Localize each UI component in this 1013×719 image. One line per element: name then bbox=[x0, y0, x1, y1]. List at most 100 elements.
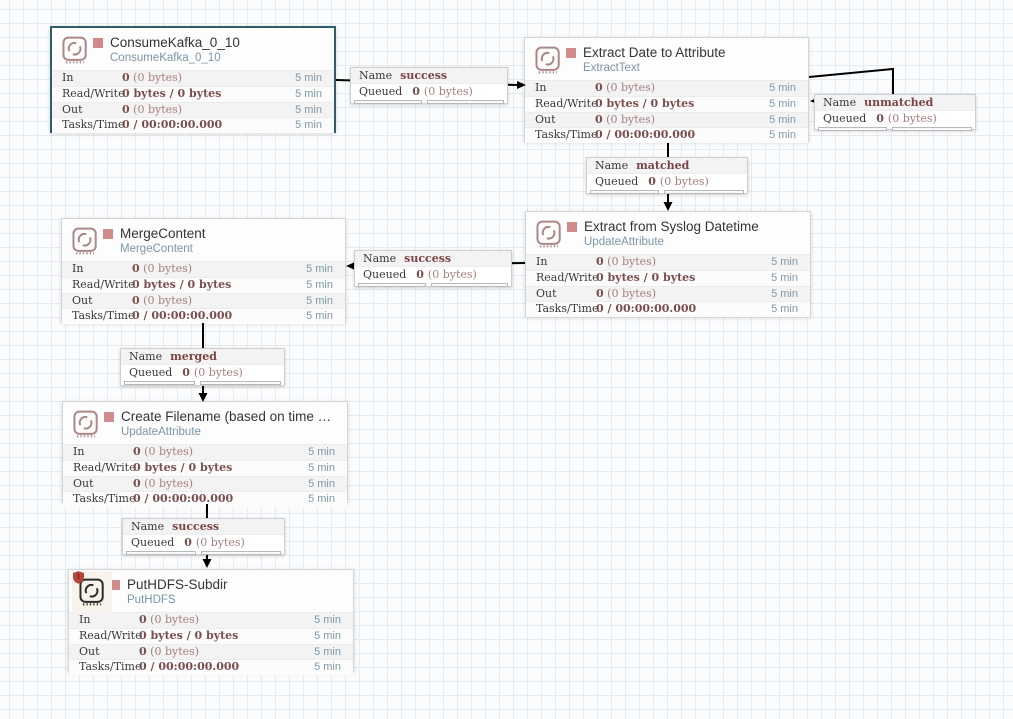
stat-value: 0 bbox=[122, 102, 130, 116]
stopped-status-icon bbox=[104, 412, 114, 422]
connection-label-success-3[interactable]: Name success Queued 0 (0 bytes) bbox=[122, 518, 285, 555]
processor-header: PutHDFS-Subdir PutHDFS bbox=[69, 570, 353, 612]
processor-header: Extract Date to Attribute ExtractText bbox=[525, 38, 808, 80]
processor-put-hdfs-subdir[interactable]: PutHDFS-Subdir PutHDFS In 0 (0 bytes) 5 … bbox=[68, 569, 354, 676]
stat-row-in: In 0 (0 bytes) 5 min bbox=[52, 70, 334, 86]
stat-value-detail: (0 bytes) bbox=[129, 102, 183, 116]
stopped-status-icon bbox=[93, 38, 103, 48]
stat-label: Tasks/Time bbox=[79, 660, 142, 674]
stat-value: 0 bbox=[122, 71, 130, 84]
stat-label: Read/Write bbox=[535, 96, 598, 110]
stat-row-in: In 0 (0 bytes) 5 min bbox=[63, 444, 347, 460]
stat-label: Read/Write bbox=[536, 270, 599, 284]
stat-value: 0 bytes / 0 bytes bbox=[595, 96, 695, 110]
stat-row-out: Out 0 (0 bytes) 5 min bbox=[52, 101, 334, 118]
connection-queue-gauges bbox=[355, 282, 511, 287]
processor-glyph-icon bbox=[62, 36, 87, 64]
stat-window: 5 min bbox=[314, 661, 341, 674]
stopped-status-icon bbox=[567, 222, 577, 232]
connection-label-success-1[interactable]: Name success Queued 0 (0 bytes) bbox=[350, 67, 508, 104]
stat-value: 0 bbox=[595, 81, 603, 94]
stat-value: 0 bbox=[133, 476, 141, 490]
connection-name-row: Name merged bbox=[121, 349, 284, 365]
stat-row-out: Out 0 (0 bytes) 5 min bbox=[62, 292, 345, 309]
processor-title: PutHDFS-Subdir bbox=[127, 577, 228, 592]
processor-glyph-icon bbox=[79, 578, 104, 606]
stat-label: Out bbox=[72, 293, 93, 307]
queue-count-gauge bbox=[124, 381, 195, 385]
processor-glyph-icon bbox=[536, 220, 561, 248]
stopped-status-icon bbox=[110, 580, 120, 590]
stat-label: In bbox=[62, 71, 74, 84]
stat-value-detail: (0 bytes) bbox=[139, 293, 193, 307]
stat-label: In bbox=[536, 255, 548, 268]
stopped-status-icon bbox=[566, 48, 576, 58]
processor-gear-icon bbox=[61, 35, 89, 65]
stat-value: 0 bbox=[132, 293, 140, 307]
connection-queued-row: Queued 0 (0 bytes) bbox=[355, 267, 511, 282]
stat-value-detail: (0 bytes) bbox=[146, 644, 200, 658]
stat-window: 5 min bbox=[306, 310, 333, 323]
stat-value-detail: (0 bytes) bbox=[140, 445, 194, 458]
connection-relationship-name: unmatched bbox=[864, 96, 934, 109]
connection-name-label: Name bbox=[359, 69, 393, 82]
stat-label: Tasks/Time bbox=[72, 309, 135, 323]
stat-window: 5 min bbox=[295, 119, 322, 132]
connection-queue-gauges bbox=[123, 550, 284, 555]
stat-value-detail: (0 bytes) bbox=[140, 476, 194, 490]
stat-window: 5 min bbox=[769, 113, 796, 126]
stat-value-detail: (0 bytes) bbox=[602, 112, 656, 126]
processor-title: Extract from Syslog Datetime bbox=[584, 219, 759, 234]
stat-label: Read/Write bbox=[72, 277, 135, 291]
stat-value: 0 bbox=[139, 644, 147, 658]
queue-size-gauge bbox=[892, 127, 972, 131]
stat-window: 5 min bbox=[771, 303, 798, 316]
stat-value-detail: (0 bytes) bbox=[602, 81, 656, 94]
stat-window: 5 min bbox=[308, 461, 335, 474]
stat-window: 5 min bbox=[295, 87, 322, 100]
queue-count-gauge bbox=[818, 127, 888, 131]
stat-value-detail: (0 bytes) bbox=[146, 613, 200, 626]
processor-gear-icon bbox=[73, 571, 106, 607]
processor-consume-kafka[interactable]: ConsumeKafka_0_10 ConsumeKafka_0_10 In 0… bbox=[50, 26, 336, 134]
stat-label: In bbox=[72, 262, 84, 275]
stat-row-tasks-time: Tasks/Time 0 / 00:00:00.000 5 min bbox=[525, 127, 808, 144]
processor-type: ExtractText bbox=[583, 62, 640, 74]
stat-label: In bbox=[73, 445, 85, 458]
stat-window: 5 min bbox=[314, 645, 341, 658]
connection-queued-count: 0 bbox=[412, 85, 420, 98]
stat-row-read-write: Read/Write 0 bytes / 0 bytes 5 min bbox=[525, 95, 808, 112]
connection-name-row: Name success bbox=[355, 251, 511, 267]
stat-value: 0 bbox=[596, 255, 604, 268]
connection-queued-row: Queued 0 (0 bytes) bbox=[351, 84, 507, 99]
stat-window: 5 min bbox=[769, 97, 796, 110]
stat-value: 0 bytes / 0 bytes bbox=[122, 86, 222, 100]
processor-extract-date-to-attribute[interactable]: Extract Date to Attribute ExtractText In… bbox=[524, 37, 809, 144]
stat-value: 0 bytes / 0 bytes bbox=[133, 460, 233, 474]
connection-label-success-2[interactable]: Name success Queued 0 (0 bytes) bbox=[354, 250, 512, 287]
stat-row-read-write: Read/Write 0 bytes / 0 bytes 5 min bbox=[52, 85, 334, 102]
stat-value: 0 bbox=[139, 613, 147, 626]
processor-merge-content[interactable]: MergeContent MergeContent In 0 (0 bytes)… bbox=[61, 218, 346, 325]
processor-title: Extract Date to Attribute bbox=[583, 45, 726, 60]
connection-queued-label: Queued bbox=[129, 366, 173, 379]
stat-label: Read/Write bbox=[62, 86, 125, 100]
connection-label-merged[interactable]: Name merged Queued 0 (0 bytes) bbox=[120, 348, 285, 386]
connection-queued-label: Queued bbox=[363, 268, 407, 281]
connection-name-label: Name bbox=[823, 96, 857, 109]
processor-create-filename[interactable]: Create Filename (based on time … UpdateA… bbox=[62, 401, 348, 508]
connection-queued-size: (0 bytes) bbox=[659, 175, 709, 188]
connection-label-matched[interactable]: Name matched Queued 0 (0 bytes) bbox=[586, 157, 748, 194]
processor-extract-from-syslog-datetime[interactable]: Extract from Syslog Datetime UpdateAttri… bbox=[525, 211, 811, 318]
stat-value: 0 bbox=[132, 262, 140, 275]
connection-queued-size: (0 bytes) bbox=[887, 112, 937, 125]
connection-queued-row: Queued 0 (0 bytes) bbox=[123, 535, 284, 550]
connection-relationship-name: matched bbox=[636, 159, 690, 172]
stat-value: 0 / 00:00:00.000 bbox=[595, 128, 696, 142]
connection-queued-size: (0 bytes) bbox=[195, 536, 245, 549]
connection-queue-gauges bbox=[121, 380, 284, 385]
connection-queue-gauges bbox=[815, 126, 975, 131]
connection-label-unmatched[interactable]: Name unmatched Queued 0 (0 bytes) bbox=[814, 94, 976, 131]
stat-window: 5 min bbox=[295, 103, 322, 116]
